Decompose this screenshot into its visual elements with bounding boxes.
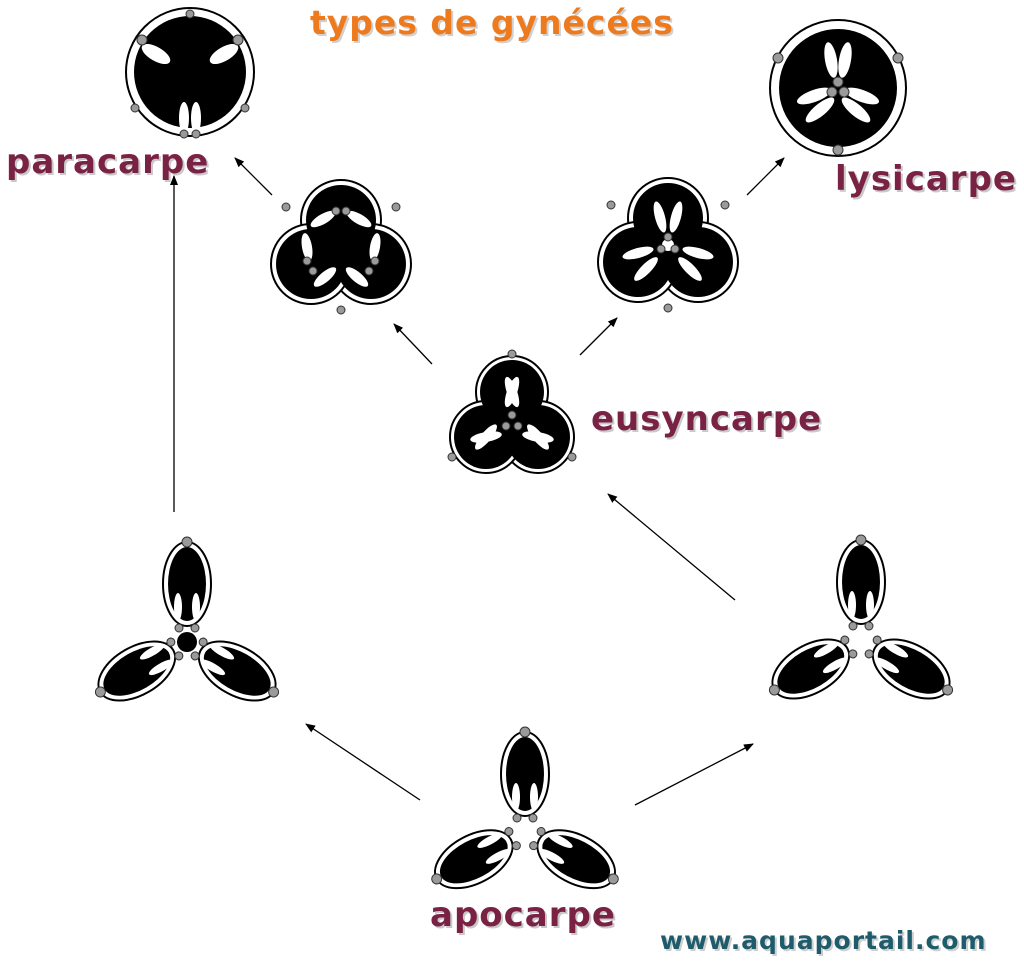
right-intermediate-gynoecium (757, 534, 965, 715)
upper-right-intermediate-gynoecium (597, 177, 739, 313)
arrow-right-to-eusyncarpe (607, 493, 736, 601)
label-lysicarpe: lysicarpe (835, 159, 1017, 199)
paracarpe-gynoecium (125, 7, 255, 139)
credit-text: www.aquaportail.com (660, 926, 987, 955)
diagram-title: types de gynécées (310, 3, 674, 42)
label-paracarpe: paracarpe (6, 142, 210, 182)
apocarpe-gynoecium (420, 726, 630, 904)
label-apocarpe: apocarpe (430, 895, 616, 935)
arrow-apocarpe-to-left (305, 723, 421, 801)
left-intermediate-gynoecium (83, 536, 291, 717)
label-eusyncarpe: eusyncarpe (591, 399, 823, 439)
arrow-eusyncarpe-to-upper-left (393, 323, 433, 365)
arrow-upper-left-to-paracarpe (234, 157, 273, 196)
arrows (170, 157, 785, 806)
eusyncarpe-gynoecium (447, 349, 577, 474)
lysicarpe-gynoecium (769, 19, 907, 157)
upper-left-intermediate-gynoecium (270, 179, 412, 315)
arrow-eusyncarpe-to-upper-right (579, 317, 618, 356)
arrow-apocarpe-to-right (634, 743, 754, 806)
arrow-upper-right-to-lysicarpe (746, 157, 785, 196)
